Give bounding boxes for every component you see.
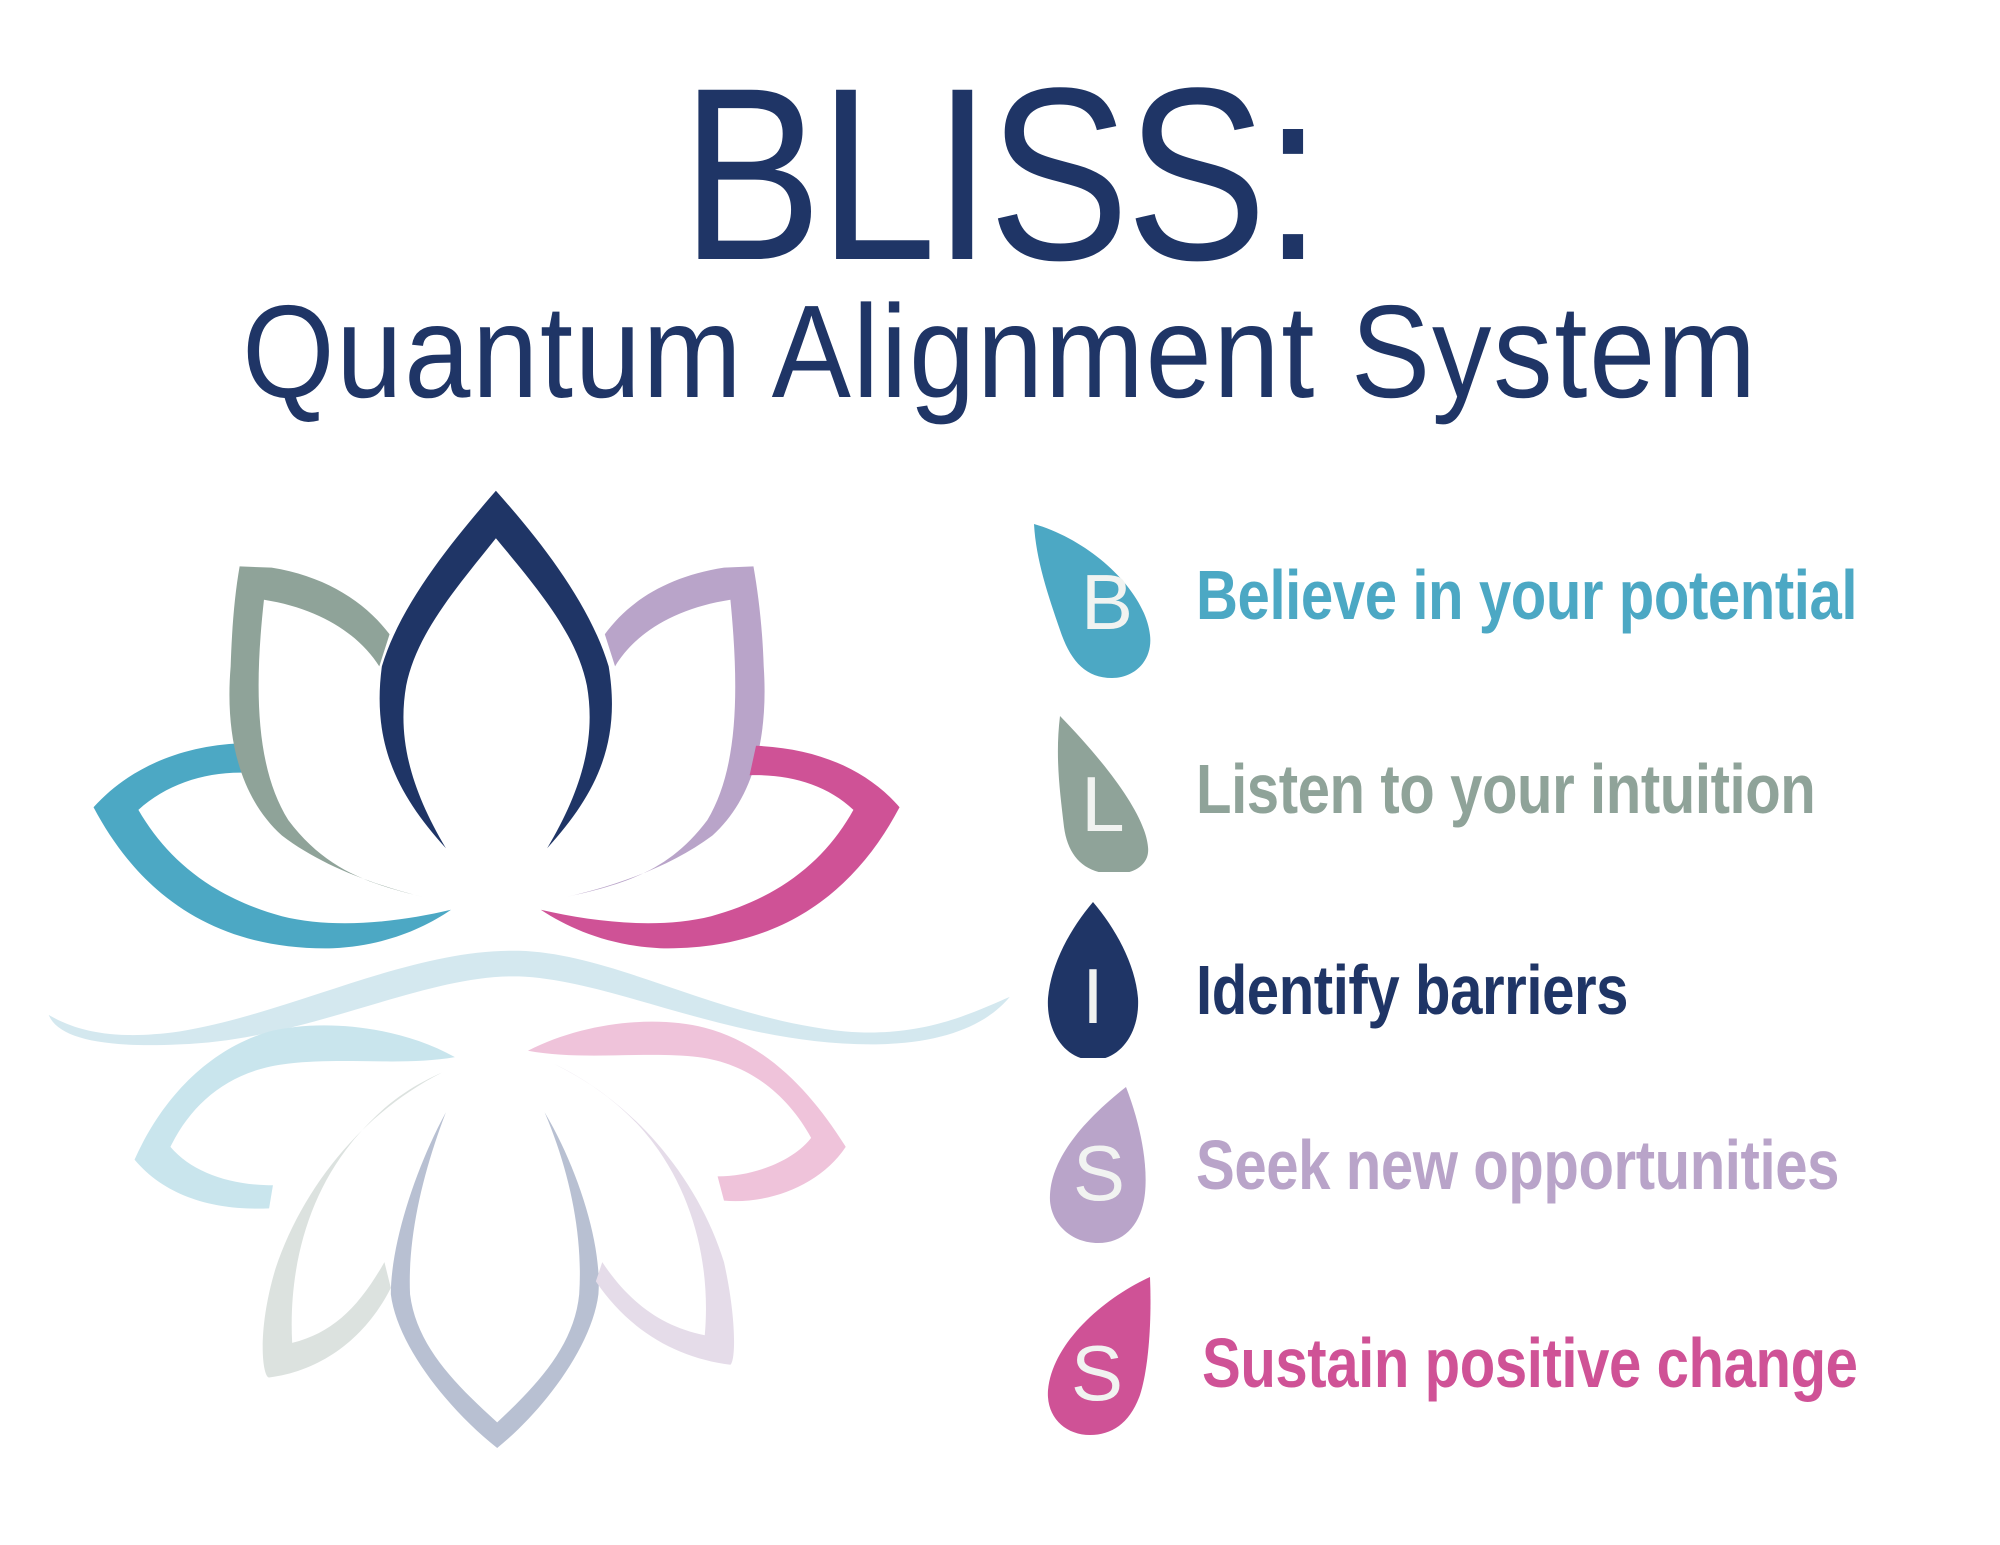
reflection-petal-center <box>390 1112 599 1448</box>
petal-mid-right <box>566 566 765 897</box>
drop-letter: L <box>1081 760 1125 848</box>
drop-s-icon: S <box>1030 1083 1160 1243</box>
item-text: Believe in your potential <box>1196 556 1858 634</box>
lotus-logo-icon <box>48 490 1010 1448</box>
list-item-seek: S Seek new opportunities <box>1030 1083 1990 1243</box>
drop-letter: S <box>1070 1329 1124 1417</box>
item-text: Sustain positive change <box>1202 1324 1858 1402</box>
drop-b-icon: B <box>1030 520 1160 680</box>
list-item-identify: I Identify barriers <box>1030 898 1990 1058</box>
list-item-believe: B Believe in your potential <box>1030 520 1990 680</box>
list-item-sustain: S Sustain positive change <box>1030 1275 1990 1435</box>
drop-letter: B <box>1080 558 1134 646</box>
drop-i-icon: I <box>1030 898 1160 1058</box>
drop-letter: I <box>1082 952 1104 1040</box>
petal-outer-left <box>93 743 452 949</box>
reflection-petal-outer-left <box>134 1025 455 1209</box>
item-text: Listen to your intuition <box>1196 750 1816 828</box>
page-subtitle: Quantum Alignment System <box>242 278 1758 425</box>
petal-mid-left <box>229 566 423 897</box>
reflection-petal-mid-right <box>553 1063 735 1365</box>
list-item-listen: L Listen to your intuition <box>1030 712 1990 872</box>
petal-outer-right <box>540 745 900 949</box>
drop-s2-icon: S <box>1030 1275 1160 1435</box>
page-title: BLISS: <box>681 37 1322 312</box>
reflection-petal-mid-left <box>262 1072 443 1378</box>
reflection-petal-outer-right <box>527 1021 846 1202</box>
petal-center <box>379 490 612 849</box>
lotus-reflection <box>134 1021 846 1448</box>
drop-letter: S <box>1072 1129 1126 1217</box>
water-wave <box>48 950 1010 1046</box>
drop-l-icon: L <box>1030 712 1160 872</box>
item-text: Identify barriers <box>1196 951 1629 1029</box>
item-text: Seek new opportunities <box>1196 1126 1840 1204</box>
